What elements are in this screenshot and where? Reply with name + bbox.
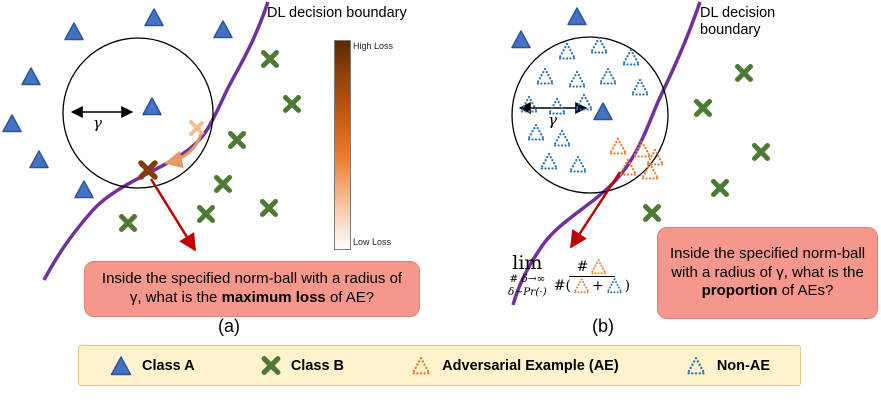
class-b-marker	[714, 182, 727, 195]
class-a-marker	[593, 102, 613, 121]
legend-item-class-b: Class B	[260, 355, 344, 376]
non-ae-icon	[686, 356, 706, 375]
num-hash: #	[576, 258, 589, 275]
class-b-marker	[286, 98, 299, 111]
panel-a-label: (a)	[218, 316, 240, 336]
non-ae-marker	[552, 129, 572, 147]
non-ae-marker	[539, 152, 559, 170]
norm-ball-a	[62, 37, 214, 189]
class-a-marker	[2, 114, 22, 133]
legend-item-ae: Adversarial Example (AE)	[409, 355, 619, 376]
callout-b-text: Inside the specified norm-ball with a ra…	[669, 244, 866, 281]
question-callout-a: Inside the specified norm-ball with a ra…	[84, 261, 420, 317]
legend-label: Non-AE	[716, 357, 770, 374]
class-a-marker	[142, 97, 162, 116]
decision-boundary-curve-a	[42, 1, 270, 281]
legend-label: Adversarial Example (AE)	[442, 357, 619, 374]
ae-candidate-marker	[189, 120, 205, 136]
class-a-marker	[213, 20, 233, 39]
class-a-marker	[511, 30, 531, 49]
boundary-label-b: DL decision boundary	[700, 5, 776, 39]
ae-marker	[608, 137, 628, 155]
gamma-label-a: γ	[93, 114, 102, 132]
non-ae-marker	[568, 155, 588, 173]
non-ae-marker	[567, 70, 587, 88]
class-b-marker	[263, 202, 276, 215]
class-a-marker	[144, 8, 164, 27]
lim-sub2: δ∼Pr(·)	[508, 285, 547, 298]
legend-item-class-a: Class A	[109, 355, 195, 376]
non-ae-marker	[557, 42, 577, 60]
fraction: # #( + )	[554, 259, 630, 294]
perturbation-arrow	[164, 133, 203, 169]
den-open: #(	[553, 277, 571, 294]
class-b-icon	[260, 355, 282, 376]
loss-colorbar	[334, 40, 351, 250]
class-b-marker	[200, 208, 213, 221]
lim-text: lim	[512, 252, 543, 274]
legend-item-non-ae: Non-AE	[684, 355, 770, 376]
question-callout-b: Inside the specified norm-ball with a ra…	[657, 227, 878, 319]
limit-block: lim # δ→∞ δ∼Pr(·)	[508, 254, 547, 298]
non-ae-icon	[606, 277, 623, 293]
colorbar-high-label: High Loss	[353, 41, 394, 51]
callout-a-bold: maximum loss	[221, 289, 326, 306]
non-ae-marker	[630, 78, 650, 96]
class-b-marker	[697, 102, 710, 115]
legend: Class A Class B Adversarial Example (AE)…	[78, 345, 801, 386]
den-close: )	[624, 277, 631, 294]
gamma-label-b: γ	[548, 111, 557, 129]
class-b-marker	[231, 134, 244, 147]
class-b-marker	[217, 178, 230, 191]
adversarial-example-icon	[411, 356, 431, 375]
class-a-marker	[29, 150, 49, 169]
callout-arrow-a	[149, 178, 197, 252]
class-a-marker	[567, 7, 587, 26]
panel-b-label: (b)	[592, 316, 614, 336]
ae-icon	[590, 258, 607, 274]
class-b-marker	[738, 67, 751, 80]
colorbar-low-label: Low Loss	[353, 237, 392, 247]
legend-label: Class A	[142, 357, 195, 374]
callout-b-bold: proportion	[701, 282, 778, 300]
den-plus: +	[591, 277, 604, 294]
class-a-icon	[110, 356, 132, 376]
non-ae-marker	[535, 67, 555, 85]
lim-sub1: # δ→∞	[509, 273, 546, 285]
class-b-marker	[646, 207, 659, 220]
non-ae-marker	[519, 95, 539, 113]
class-b-marker	[755, 146, 768, 159]
non-ae-marker	[598, 67, 618, 85]
non-ae-marker	[526, 123, 546, 141]
class-a-marker	[21, 67, 41, 86]
boundary-label-a: DL decision boundary	[267, 5, 407, 21]
class-b-marker	[122, 217, 135, 230]
non-ae-marker	[589, 36, 609, 54]
norm-ball-b	[511, 36, 669, 194]
legend-label: Class B	[290, 357, 345, 374]
callout-arrow-b	[569, 171, 622, 249]
fraction-numerator: #	[568, 258, 616, 277]
class-a-marker	[74, 180, 94, 199]
callout-b-text-end: of AEs?	[777, 282, 834, 300]
proportion-formula: lim # δ→∞ δ∼Pr(·) # #( + )	[508, 254, 630, 298]
callout-a-text: Inside the specified norm-ball with a ra…	[101, 270, 403, 306]
callout-a-text-end: of AE?	[325, 289, 375, 306]
fraction-denominator: #( + )	[554, 277, 630, 294]
class-a-marker	[64, 22, 84, 41]
ae-icon	[573, 277, 590, 293]
class-b-marker	[264, 53, 277, 66]
